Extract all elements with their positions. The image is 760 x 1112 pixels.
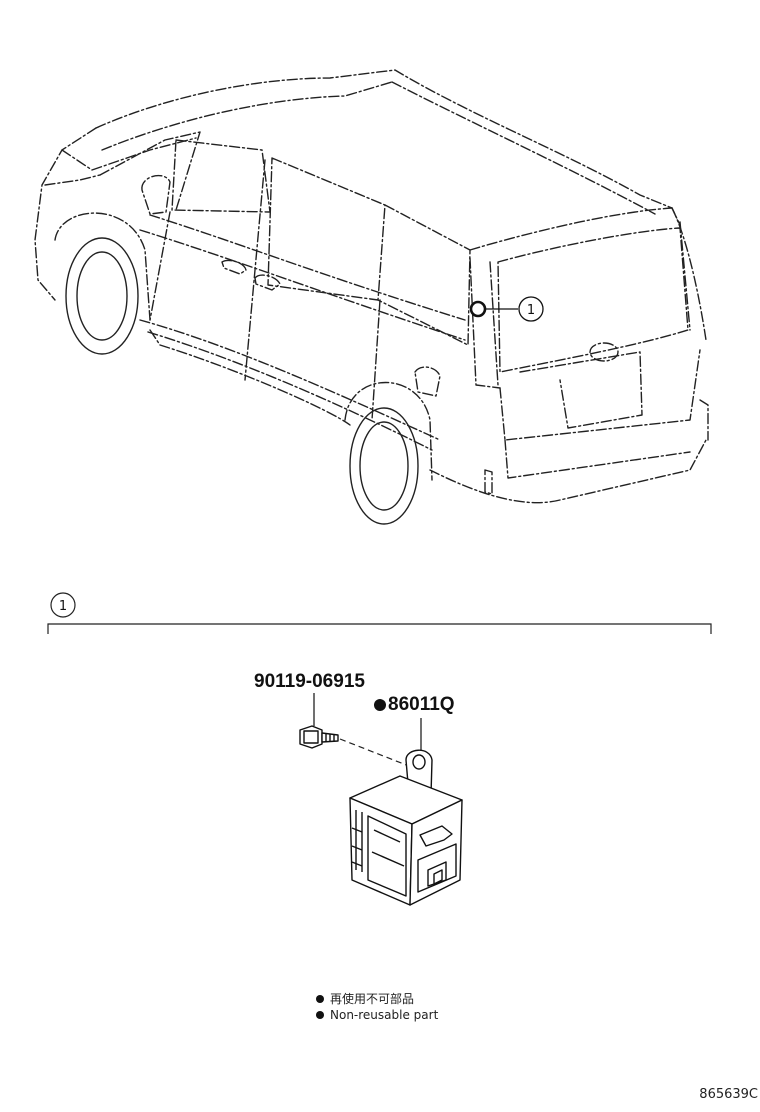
section-number: 1 — [59, 599, 67, 614]
rear-wheel — [349, 407, 419, 525]
vehicle-wheels — [65, 237, 419, 525]
callout-circle — [518, 296, 544, 322]
assembly-line — [339, 738, 415, 769]
section-bracket: 1 — [47, 592, 712, 634]
location-callout: 1 — [469, 296, 544, 322]
legend-en-text: Non-reusable part — [330, 1008, 439, 1022]
section-circle — [50, 592, 76, 618]
location-marker — [469, 300, 487, 318]
legend-dot-icon — [316, 1010, 324, 1019]
module-part-number[interactable]: 86011Q — [388, 694, 455, 715]
module-illustration — [349, 718, 463, 906]
legend-en: Non-reusable part — [316, 1008, 438, 1022]
bolt-part-number[interactable]: 90119-06915 — [254, 671, 365, 692]
callout-number: 1 — [527, 303, 535, 318]
vehicle-illustration — [34, 69, 709, 504]
diagram-code: 865639C — [699, 1087, 758, 1102]
non-reusable-dot — [374, 699, 386, 711]
legend-jp-text: 再使用不可部品 — [330, 992, 415, 1006]
legend-dot-icon — [316, 994, 324, 1003]
bolt-illustration — [299, 693, 339, 749]
front-wheel — [65, 237, 139, 355]
legend-jp: 再使用不可部品 — [316, 990, 414, 1007]
